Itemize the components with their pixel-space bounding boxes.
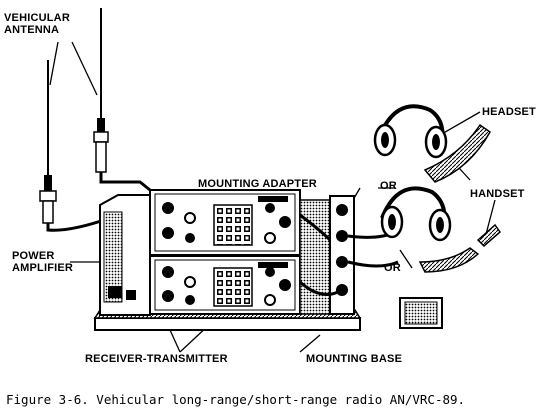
label-handset: HANDSET [470, 188, 525, 200]
label-or-upper: OR [380, 180, 397, 192]
receiver-transmitter-lower [149, 255, 301, 315]
label-mounting-adapter: MOUNTING ADAPTER [198, 178, 317, 190]
label-mounting-base: MOUNTING BASE [306, 353, 403, 365]
mounting-adapter [299, 195, 355, 315]
headset-lower [380, 186, 452, 242]
headset-upper [373, 104, 448, 159]
label-or-lower: OR [384, 262, 401, 274]
label-vehicular-antenna: VEHICULAR ANTENNA [4, 12, 70, 36]
label-vehicular-antenna-line2: ANTENNA [4, 24, 60, 36]
loudspeaker [399, 297, 443, 329]
label-power-amplifier: POWER AMPLIFIER [12, 250, 73, 274]
power-amplifier [99, 194, 151, 316]
radio-illustration [39, 8, 502, 353]
receiver-transmitter-upper [149, 189, 301, 256]
handset-upper [423, 123, 491, 183]
handset-lower [418, 223, 502, 273]
figure-caption: Figure 3-6. Vehicular long-range/short-r… [6, 392, 466, 407]
label-headset: HEADSET [482, 106, 536, 118]
antenna-tall [93, 8, 151, 192]
label-vehicular-antenna-line1: VEHICULAR [4, 12, 70, 24]
label-power-amplifier-line1: POWER [12, 250, 55, 262]
label-power-amplifier-line2: AMPLIFIER [12, 262, 74, 274]
label-receiver-transmitter: RECEIVER-TRANSMITTER [85, 353, 228, 365]
